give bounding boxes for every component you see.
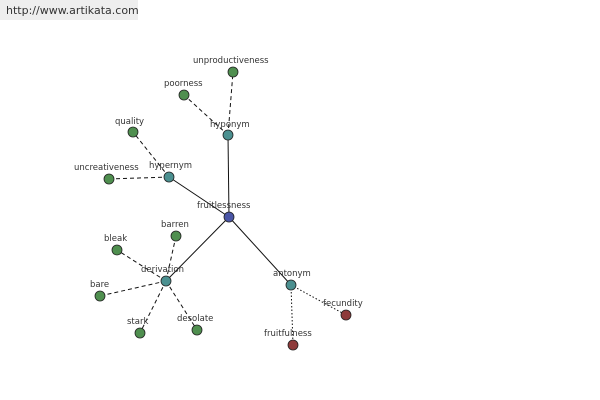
edge-layer [99,71,347,346]
relation-node-label[interactable]: derivation [141,265,184,275]
relation-node-antonym[interactable]: antonym [273,269,311,291]
edge-hypernym-quality [132,131,170,178]
term-node-label[interactable]: fecundity [323,299,363,309]
term-node-label[interactable]: bleak [104,234,127,244]
term-node-bare[interactable]: bare [90,280,109,302]
term-node-fecundity[interactable]: fecundity [323,299,363,321]
term-node-barren[interactable]: barren [161,220,189,242]
term-node-label[interactable]: quality [115,117,144,127]
relation-node-dot[interactable] [163,171,175,183]
relation-node-label[interactable]: hypernym [149,161,192,171]
term-node-dot[interactable] [103,173,115,185]
edge-antonym [228,216,292,286]
term-node-label[interactable]: bare [90,280,109,290]
edge-hyponym [227,134,230,218]
term-node-dot[interactable] [170,230,182,242]
term-node-fruitfulness[interactable]: fruitfulness [264,329,312,351]
term-node-dot[interactable] [134,327,146,339]
term-node-dot[interactable] [111,244,123,256]
term-node-label[interactable]: uncreativeness [74,163,139,173]
term-node-uncreativeness[interactable]: uncreativeness [74,163,139,185]
edge-derivation-bleak [116,249,167,282]
edge-derivation [165,216,230,282]
edge-derivation-stark [139,280,167,334]
relation-node-label[interactable]: antonym [273,269,311,279]
term-node-quality[interactable]: quality [115,117,144,138]
term-node-desolate[interactable]: desolate [177,314,213,336]
relation-node-hypernym[interactable]: hypernym [149,161,192,183]
edge-hypernym-uncreativeness [108,176,170,180]
node-layer: unproductiveness poorness hyponym quality un… [74,56,363,351]
term-node-dot[interactable] [94,290,106,302]
edge-derivation-bare [99,280,167,297]
relation-node-derivation[interactable]: derivation [141,265,184,287]
relation-node-hyponym[interactable]: hyponym [210,120,250,141]
edge-antonym-fruitfulness [290,284,294,346]
edge-hyponym-unproductiveness [227,71,234,136]
term-node-unproductiveness[interactable]: unproductiveness [193,56,269,78]
term-node-bleak[interactable]: bleak [104,234,127,256]
relation-node-dot[interactable] [285,279,297,291]
term-node-label[interactable]: barren [161,220,189,230]
center-node-dot[interactable] [223,211,235,223]
edge-derivation-barren [165,235,177,282]
term-node-dot[interactable] [191,324,203,336]
relation-node-dot[interactable] [160,275,172,287]
term-node-label[interactable]: stark [127,317,148,327]
edge-hyponym-poorness [183,94,229,136]
term-node-dot[interactable] [227,66,239,78]
term-node-dot[interactable] [127,126,139,138]
term-node-dot[interactable] [178,89,190,101]
term-node-stark[interactable]: stark [127,317,148,339]
term-node-dot[interactable] [287,339,299,351]
term-node-label[interactable]: fruitfulness [264,329,312,339]
relation-node-dot[interactable] [222,129,234,141]
term-node-label[interactable]: poorness [164,79,203,89]
term-node-dot[interactable] [340,309,352,321]
edge-hypernym [168,176,230,218]
term-node-label[interactable]: desolate [177,314,213,324]
term-node-label[interactable]: unproductiveness [193,56,269,66]
relation-node-label[interactable]: hyponym [210,120,250,130]
term-node-poorness[interactable]: poorness [164,79,203,101]
source-url[interactable]: http://www.artikata.com [0,0,139,20]
edge-derivation-desolate [165,280,198,331]
center-node-label[interactable]: fruitlessness [197,201,251,211]
center-node-fruitlessness[interactable]: fruitlessness [197,201,251,223]
